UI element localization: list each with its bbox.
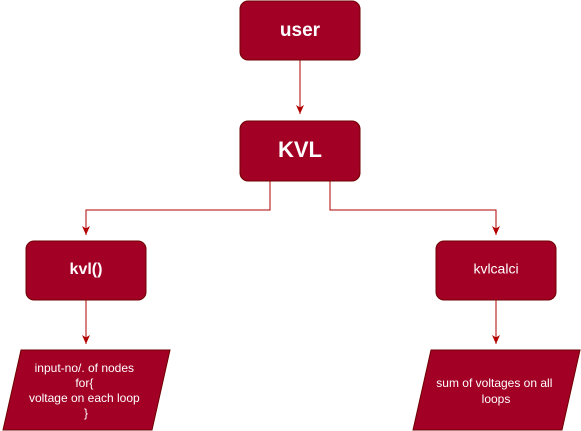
node-sum-line-1: sum of voltages on all — [436, 376, 552, 390]
node-input-line-4: } — [84, 406, 88, 420]
node-user[interactable]: user — [239, 0, 361, 61]
node-kvl-func-label: kvl() — [70, 261, 103, 278]
edge-kvl-to-kvlcalci — [329, 181, 500, 235]
node-input-label: input-no/. of nodes for{ voltage on each… — [29, 361, 143, 420]
node-sum[interactable]: sum of voltages on all loops — [412, 349, 581, 431]
node-input-shape — [2, 349, 171, 431]
node-kvl-label: KVL — [278, 137, 322, 162]
node-sum-line-2: loops — [482, 392, 511, 406]
node-user-label: user — [280, 20, 321, 41]
node-kvlcalci-label: kvlcalci — [473, 261, 518, 277]
node-sum-shape — [412, 349, 581, 431]
node-input[interactable]: input-no/. of nodes for{ voltage on each… — [2, 349, 171, 431]
node-kvlcalci-shape — [435, 240, 557, 301]
node-kvlcalci[interactable]: kvlcalci — [435, 240, 557, 301]
edges — [82, 60, 500, 344]
node-user-shape — [239, 0, 361, 61]
node-kvl[interactable]: KVL — [239, 120, 361, 182]
edge-kvl-to-kvl-func — [82, 181, 271, 235]
node-input-line-1: input-no/. of nodes — [35, 361, 134, 375]
node-input-line-2: for{ — [75, 376, 93, 390]
node-kvl-func[interactable]: kvl() — [25, 240, 147, 301]
node-sum-label: sum of voltages on all loops — [436, 376, 555, 406]
node-input-line-3: voltage on each loop — [29, 391, 140, 405]
node-kvl-func-shape — [25, 240, 147, 301]
node-kvl-shape — [239, 120, 361, 182]
